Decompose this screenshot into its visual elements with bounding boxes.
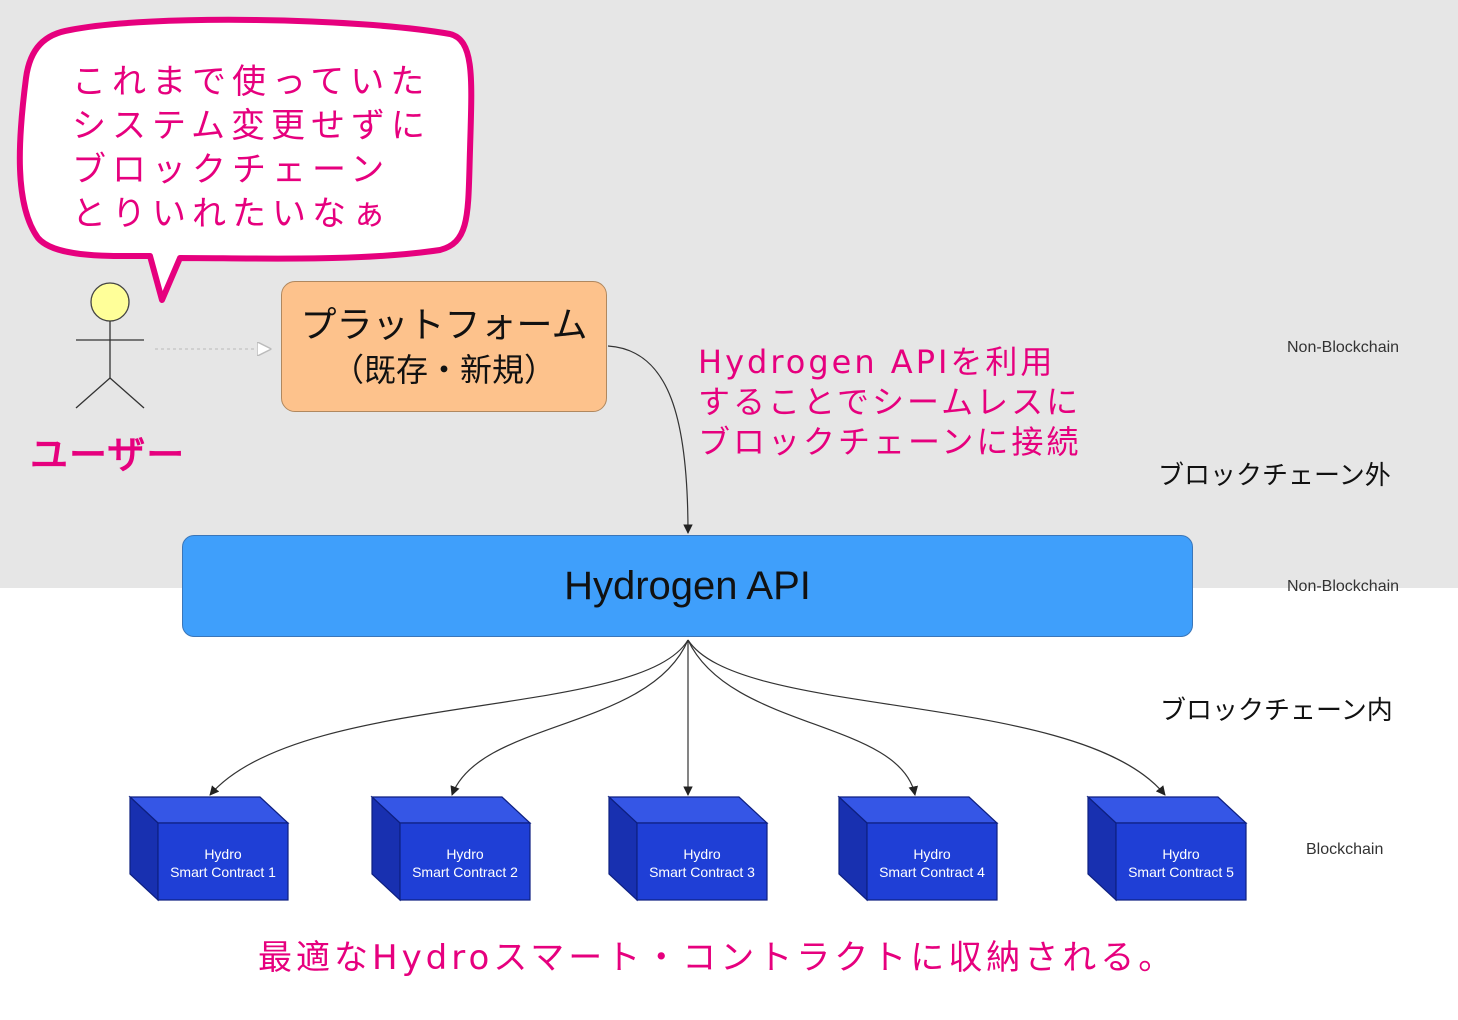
bottom-note: 最適なHydroスマート・コントラクトに収納される。 [258, 938, 1177, 978]
api-note-line-1: Hydrogen APIを利用 [698, 343, 1056, 381]
contract-label-5: Hydro Smart Contract 5 [1116, 845, 1246, 881]
contract-5-title: Smart Contract 5 [1128, 864, 1234, 880]
contract-cube-4 [837, 795, 999, 902]
contract-1-title: Smart Contract 1 [170, 864, 276, 880]
user-label: ユーザー [30, 433, 186, 477]
arrow-to-contract-1 [209, 639, 689, 796]
contract-4-name: Hydro [913, 846, 951, 862]
contract-label-1: Hydro Smart Contract 1 [158, 845, 288, 881]
contract-label-4: Hydro Smart Contract 4 [867, 845, 997, 881]
zone-label-blockchain: Blockchain [1306, 841, 1384, 858]
arrow-to-contract-4 [687, 639, 918, 796]
hydrogen-api-label: Hydrogen API [564, 563, 811, 608]
platform-subtitle: （既存・新規） [331, 350, 556, 389]
contract-4-title: Smart Contract 4 [879, 864, 985, 880]
speech-line-1: これまで使っていた [72, 62, 431, 102]
platform-title: プラットフォーム [300, 304, 588, 346]
arrow-to-contract-2 [450, 639, 689, 796]
api-note: Hydrogen APIを利用 することでシームレスに ブロックチェーンに接続 [698, 342, 1081, 462]
zone-label-outside: ブロックチェーン外 [1158, 461, 1391, 491]
contract-1-name: Hydro [204, 846, 242, 862]
contract-5-name: Hydro [1162, 846, 1200, 862]
speech-bubble [16, 16, 475, 303]
speech-line-2: システム変更せずに [72, 106, 431, 146]
speech-line-3: ブロックチェーン [72, 150, 391, 190]
contract-cube-3 [607, 795, 769, 902]
zone-label-non-blockchain-2: Non-Blockchain [1287, 578, 1400, 595]
api-note-line-2: することでシームレスに [698, 383, 1082, 421]
api-to-contracts-arrows [209, 639, 1166, 796]
contract-cube-1 [128, 795, 290, 902]
api-note-line-3: ブロックチェーンに接続 [698, 423, 1082, 461]
contract-label-2: Hydro Smart Contract 2 [400, 845, 530, 881]
zone-label-non-blockchain-1: Non-Blockchain [1287, 339, 1400, 356]
contract-2-title: Smart Contract 2 [412, 864, 518, 880]
zone-label-inside: ブロックチェーン内 [1160, 696, 1393, 726]
contract-cube-2 [370, 795, 532, 902]
hydrogen-api-box: Hydrogen API [182, 535, 1193, 637]
speech-bubble-text: これまで使っていた システム変更せずに ブロックチェーン とりいれたいなぁ [72, 60, 432, 236]
contract-cube-5 [1086, 795, 1248, 902]
contract-2-name: Hydro [446, 846, 484, 862]
user-actor-icon [75, 282, 145, 409]
arrow-to-contract-5 [687, 639, 1166, 796]
contract-label-3: Hydro Smart Contract 3 [637, 845, 767, 881]
contract-3-title: Smart Contract 3 [649, 864, 755, 880]
speech-line-4: とりいれたいなぁ [72, 194, 392, 234]
platform-box: プラットフォーム （既存・新規） [281, 281, 607, 412]
contract-3-name: Hydro [683, 846, 721, 862]
platform-to-api-arrow [607, 345, 693, 534]
